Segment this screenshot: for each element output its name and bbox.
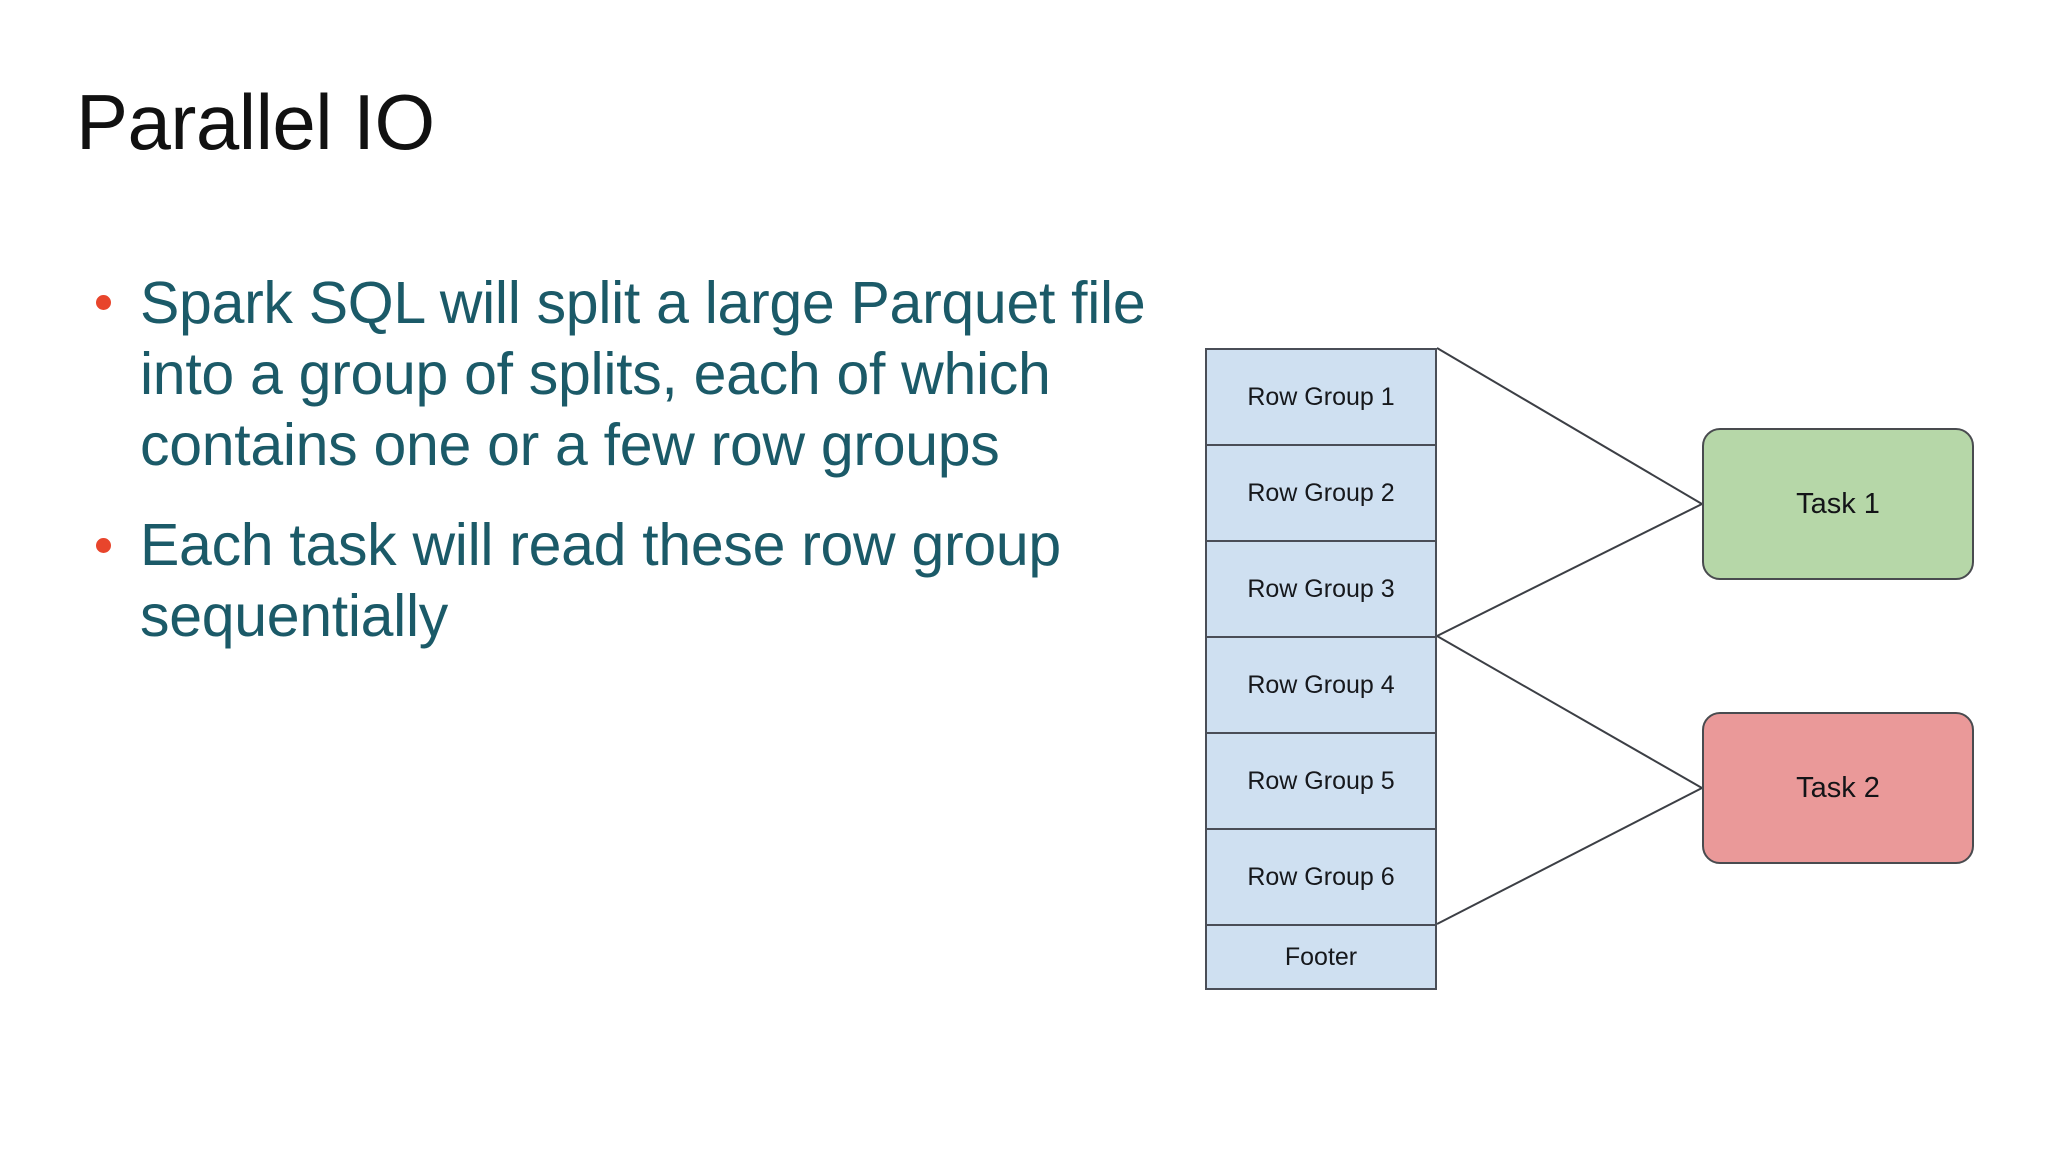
parquet-file-stack: Row Group 1 Row Group 2 Row Group 3 Row … (1205, 348, 1437, 990)
bullet-dot-icon (96, 295, 111, 311)
row-group-block: Row Group 5 (1207, 734, 1435, 830)
row-group-block: Row Group 4 (1207, 638, 1435, 734)
bullet-dot-icon (96, 537, 111, 553)
bullet-list: Spark SQL will split a large Parquet fil… (92, 268, 1152, 682)
row-group-block: Row Group 2 (1207, 446, 1435, 542)
bullet-item-2: Each task will read these row group sequ… (92, 510, 1152, 652)
row-group-block: Row Group 3 (1207, 542, 1435, 638)
row-group-block: Row Group 1 (1207, 350, 1435, 446)
page-title: Parallel IO (76, 78, 435, 166)
row-group-block: Row Group 6 (1207, 830, 1435, 926)
parquet-parallel-io-diagram: Row Group 1 Row Group 2 Row Group 3 Row … (1150, 320, 2030, 1020)
task-node-1: Task 1 (1702, 428, 1974, 580)
bullet-item-1-text: Spark SQL will split a large Parquet fil… (140, 270, 1146, 478)
connector-lines (1436, 347, 1703, 925)
bullet-item-1: Spark SQL will split a large Parquet fil… (92, 268, 1152, 480)
bullet-item-2-text: Each task will read these row group sequ… (140, 512, 1061, 650)
footer-block: Footer (1207, 926, 1435, 988)
task-node-2: Task 2 (1702, 712, 1974, 864)
